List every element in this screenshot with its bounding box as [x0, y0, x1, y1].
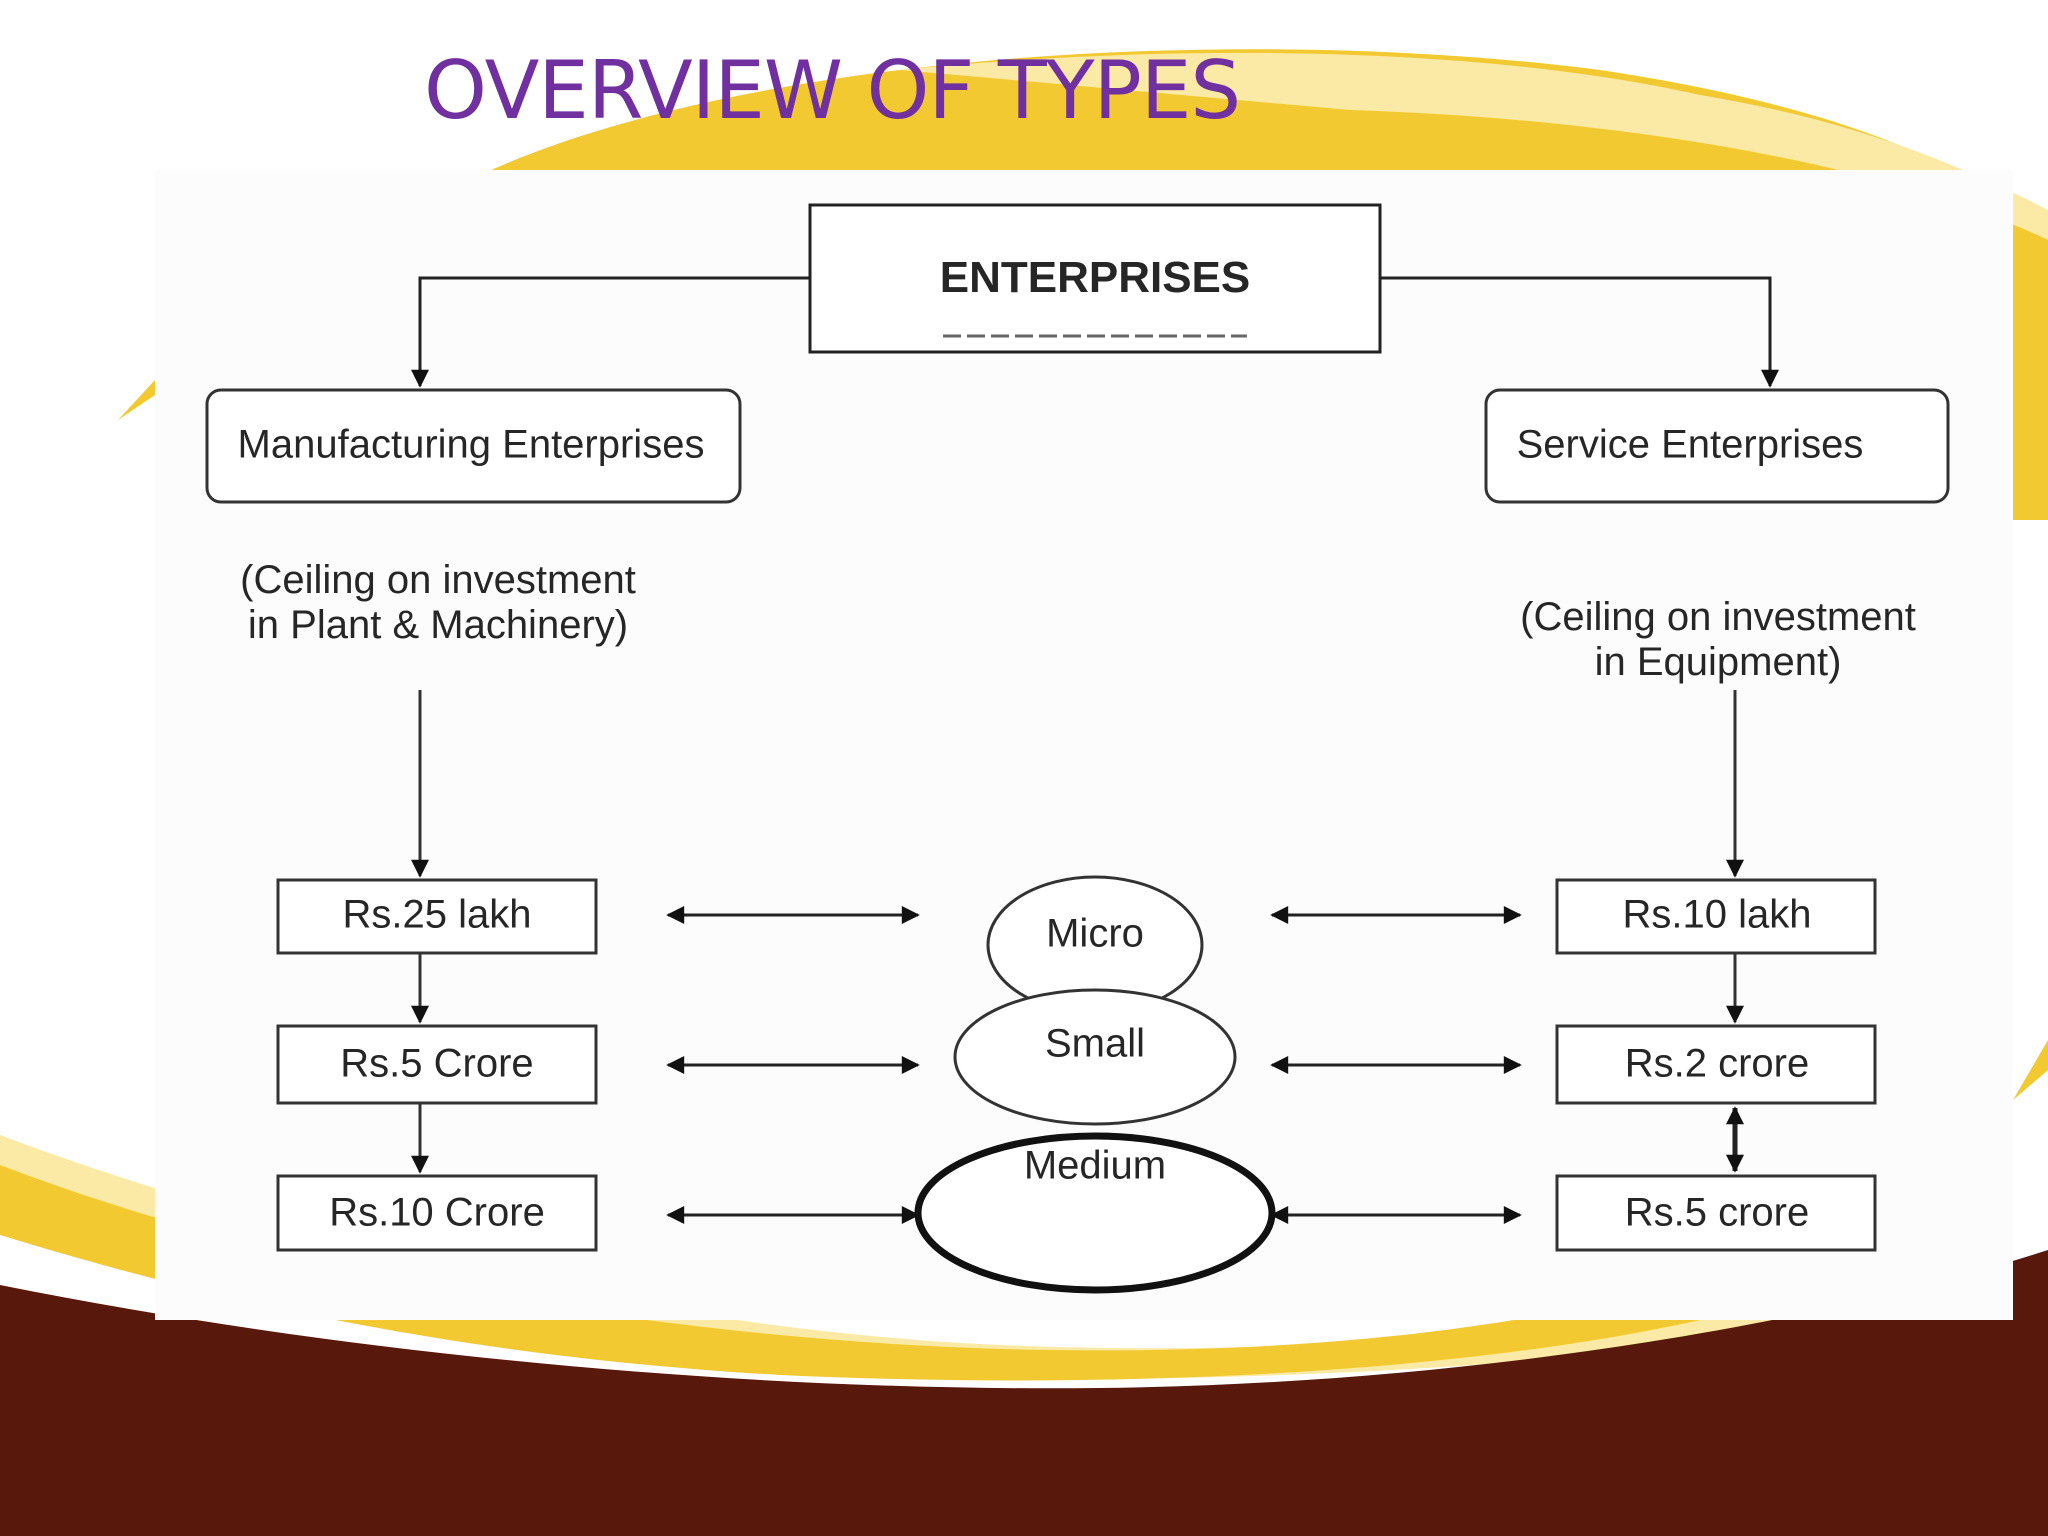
- micro-label: Micro: [1046, 912, 1144, 956]
- manufacturing-note-line2: in Plant & Machinery): [248, 603, 628, 647]
- manufacturing-tier-1-label: Rs.25 lakh: [343, 893, 532, 937]
- medium-label: Medium: [1024, 1144, 1166, 1188]
- service-tier-2: Rs.2 crore: [1555, 1024, 1877, 1105]
- service-tier-1: Rs.10 lakh: [1555, 878, 1877, 955]
- small-label: Small: [1045, 1022, 1145, 1066]
- manufacturing-tier-2-label: Rs.5 Crore: [340, 1042, 533, 1086]
- manufacturing-tier-1: Rs.25 lakh: [276, 878, 598, 955]
- enterprises-label: ENTERPRISES: [940, 253, 1251, 302]
- service-tier-3-label: Rs.5 crore: [1625, 1191, 1810, 1235]
- diagram-panel: [155, 170, 2013, 1320]
- small-ellipse: Small: [953, 988, 1237, 1126]
- service-label: Service Enterprises: [1517, 423, 1864, 467]
- connector-root-to-service: [1380, 276, 1779, 388]
- service-note-line2: in Equipment): [1595, 640, 1842, 684]
- micro-ellipse: Micro: [986, 875, 1204, 1015]
- gold-sliver-right: [2013, 1040, 2048, 1100]
- maroon-band: [0, 1250, 2048, 1536]
- connector-root-to-manufacturing: [411, 276, 810, 388]
- manufacturing-box: Manufacturing Enterprises: [205, 388, 742, 504]
- manufacturing-label: Manufacturing Enterprises: [238, 423, 705, 467]
- service-tier-3: Rs.5 crore: [1555, 1174, 1877, 1252]
- pale-swoosh-top: [900, 52, 2048, 241]
- gold-swoosh-top: [480, 49, 2048, 520]
- manufacturing-tier-3-label: Rs.10 Crore: [329, 1191, 545, 1235]
- service-tier-1-label: Rs.10 lakh: [1623, 893, 1812, 937]
- manufacturing-note-line1: (Ceiling on investment: [240, 558, 636, 602]
- medium-ellipse: Medium: [914, 1132, 1276, 1294]
- slide-title: OVERVIEW OF TYPES: [424, 44, 1241, 137]
- gold-sliver-left: [118, 380, 155, 420]
- enterprises-box: ENTERPRISES: [808, 203, 1382, 354]
- service-box: Service Enterprises: [1484, 388, 1950, 504]
- manufacturing-tier-3: Rs.10 Crore: [276, 1174, 598, 1252]
- service-note-line1: (Ceiling on investment: [1520, 595, 1916, 639]
- gold-swoosh-bottom: [0, 1165, 1700, 1381]
- service-tier-2-label: Rs.2 crore: [1625, 1042, 1810, 1086]
- manufacturing-tier-2: Rs.5 Crore: [276, 1024, 598, 1105]
